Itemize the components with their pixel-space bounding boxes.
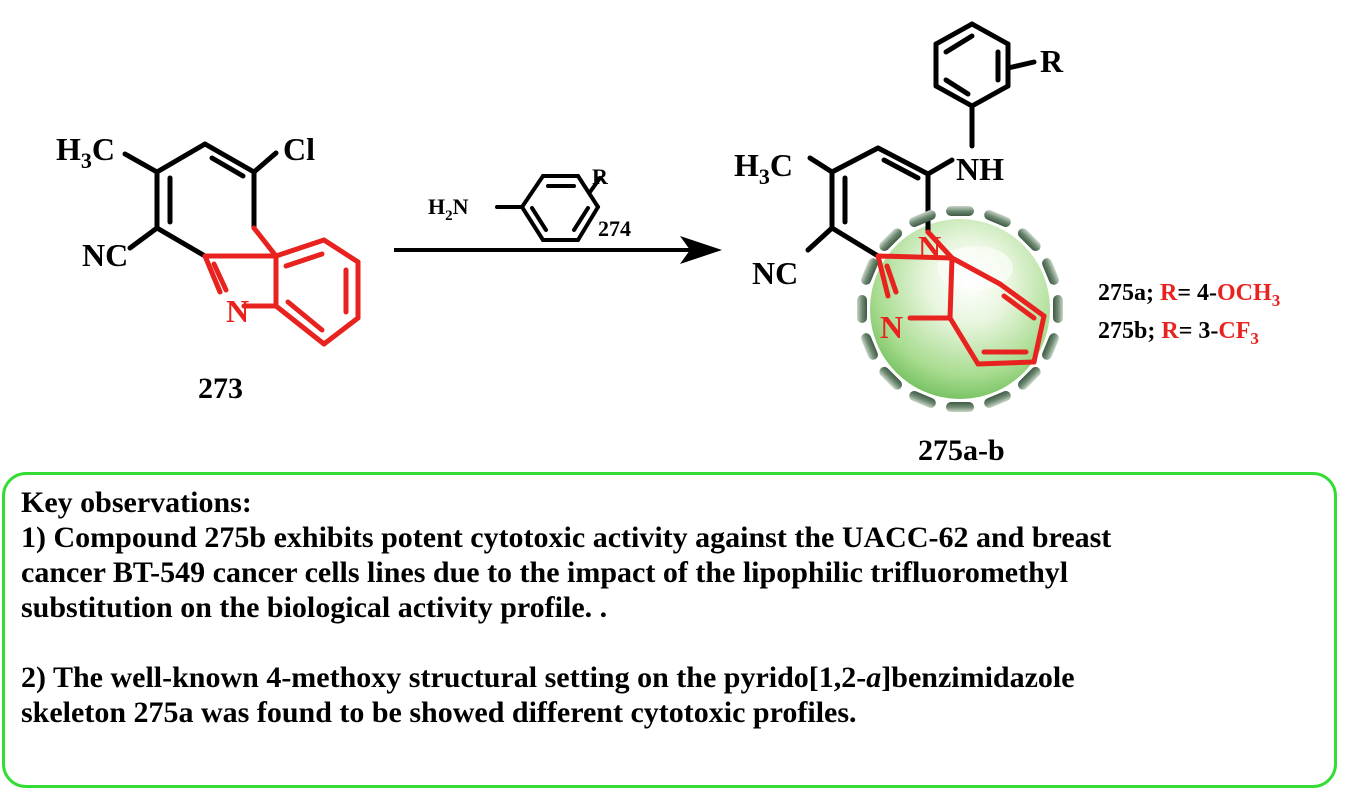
product-275-structure: N N H3C NH NC R 275a-b <box>734 21 1064 467</box>
variant-275b: 275b; R= 3-CF3 <box>1098 318 1259 348</box>
product-n-atom-top: N <box>918 229 941 265</box>
observation-2-line-1: 2) The well-known 4-methoxy structural s… <box>21 661 1075 694</box>
ring-segment <box>909 391 936 408</box>
reactant-compound-label: 273 <box>198 372 243 405</box>
reagent-compound-label: 274 <box>598 216 631 241</box>
variant-275a: 275a; R= 4-OCH3 <box>1098 280 1280 310</box>
product-nitrile-label: NC <box>752 255 798 291</box>
ring-segment <box>1053 295 1063 323</box>
ring-segment <box>909 210 936 227</box>
product-r-group: R <box>1040 43 1064 79</box>
observation-1-line-2: cancer BT-549 cancer cells lines due to … <box>21 556 1069 589</box>
highlight-ring <box>857 206 1063 412</box>
ring-segment <box>1017 228 1041 252</box>
ring-segment <box>1042 333 1059 360</box>
reagent-r-group: R <box>592 164 609 189</box>
ring-segment <box>946 402 974 412</box>
reactant-chloro-label: Cl <box>283 131 315 167</box>
variant-legend: 275a; R= 4-OCH3 275b; R= 3-CF3 <box>1098 280 1280 348</box>
product-n-atom-bottom: N <box>880 309 903 345</box>
observations-heading: Key observations: <box>21 486 252 519</box>
observation-2-line-2: skeleton 275a was found to be showed dif… <box>21 696 857 729</box>
ring-segment <box>984 210 1011 227</box>
observation-1-line-3: substitution on the biological activity … <box>21 591 608 624</box>
ring-segment <box>946 206 974 216</box>
reagent-amine-label: H2N <box>428 194 469 224</box>
product-methyl-label: H3C <box>734 147 793 189</box>
reactant-273-structure: N H3C Cl NC 273 <box>56 131 361 405</box>
reaction-arrow <box>394 236 722 264</box>
observation-1-line-1: 1) Compound 275b exhibits potent cytotox… <box>21 521 1112 554</box>
ring-segment <box>861 258 878 285</box>
reactant-nitrile-label: NC <box>82 237 128 273</box>
reactant-methyl-label: H3C <box>56 131 115 173</box>
ring-segment <box>1042 258 1059 285</box>
product-amine-label: NH <box>956 151 1004 187</box>
reactant-n-atom: N <box>226 293 249 329</box>
ring-segment <box>984 391 1011 408</box>
reaction-scheme: N H3C Cl NC 273 H2N R 274 <box>56 21 1280 467</box>
ring-segment <box>879 366 903 390</box>
ring-segment <box>857 295 867 323</box>
product-compound-label: 275a-b <box>918 434 1005 467</box>
reagent-274-structure: H2N R 274 <box>428 164 631 242</box>
key-observations-box: Key observations: 1) Compound 275b exhib… <box>2 472 1337 788</box>
ring-segment <box>1017 366 1041 390</box>
ring-segment <box>879 228 903 252</box>
ring-segment <box>861 333 878 360</box>
